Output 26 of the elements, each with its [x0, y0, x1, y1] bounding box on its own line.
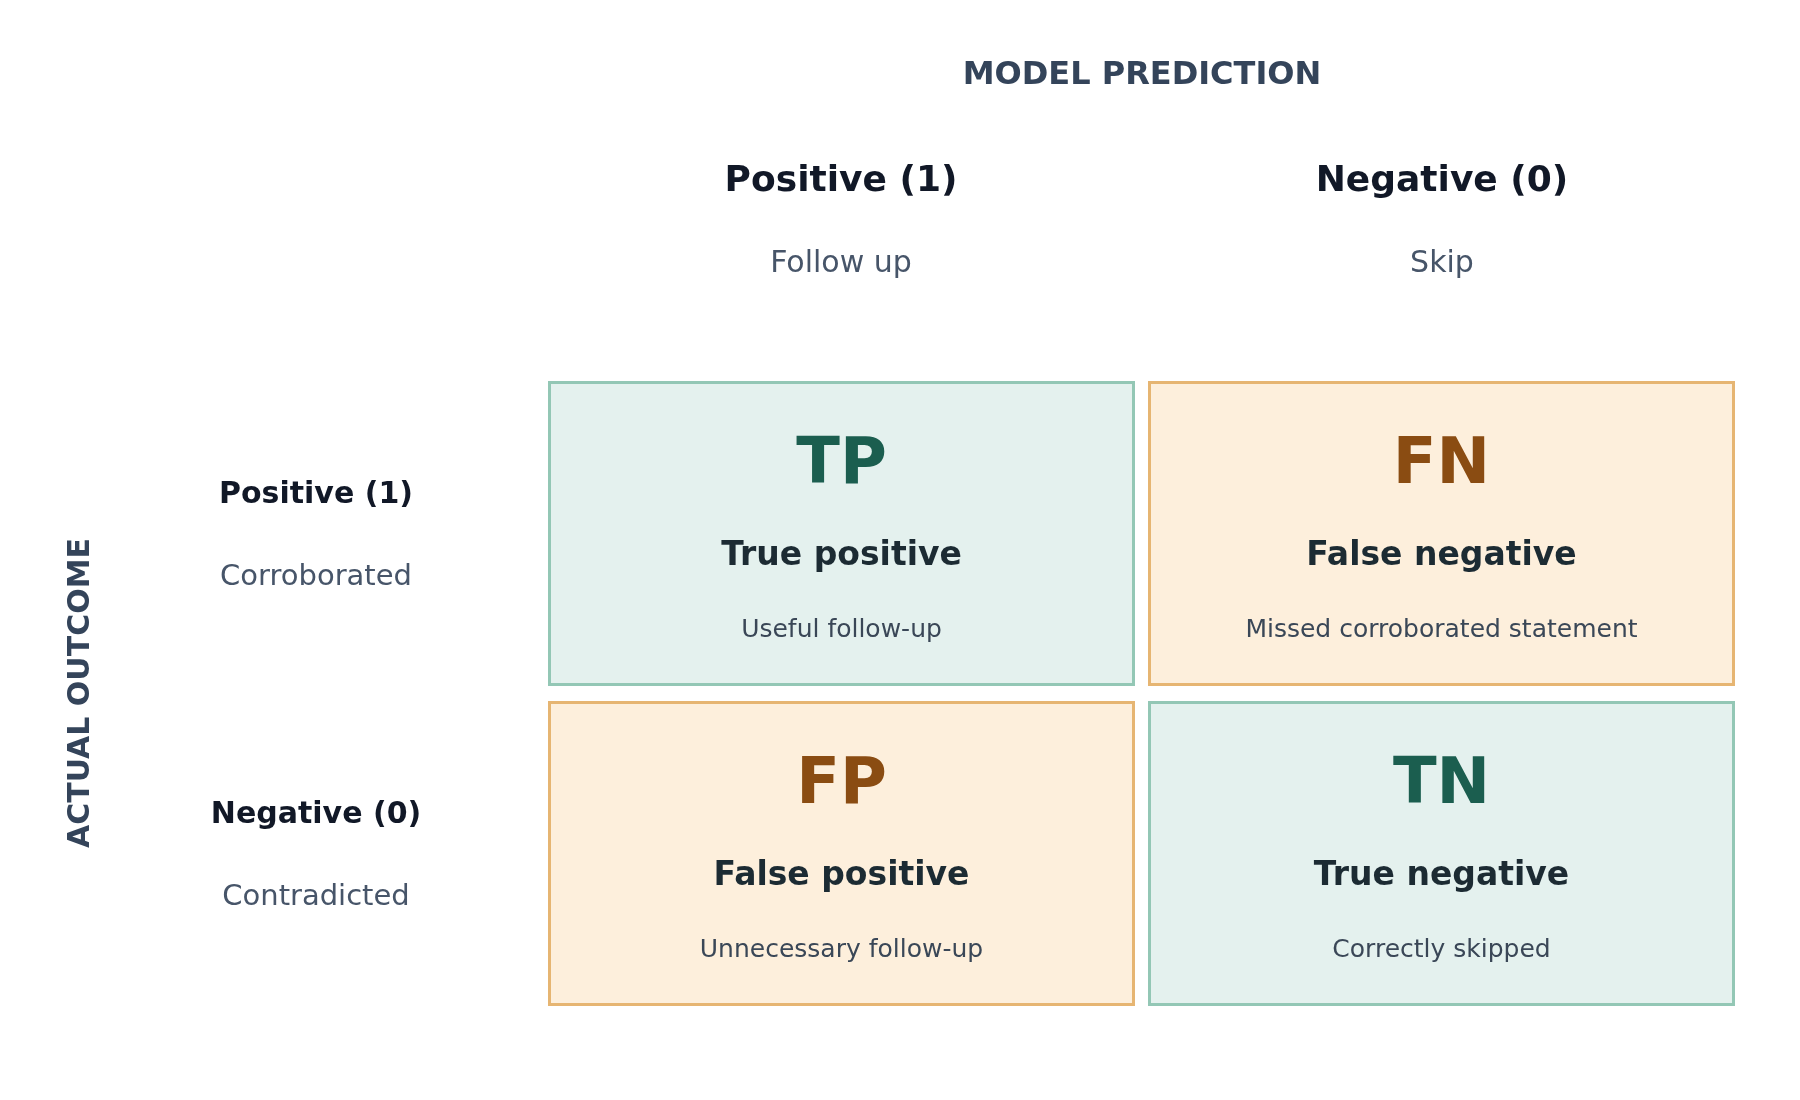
axis-title: MODEL PREDICTION — [962, 54, 1322, 92]
matrix-cell — [548, 381, 1135, 686]
row-header: Negative (0) — [210, 794, 422, 830]
column-subheader: Follow up — [770, 243, 912, 279]
column-header: Negative (0) — [1315, 157, 1569, 199]
cell-abbreviation: TN — [1391, 744, 1492, 818]
cell-title: True positive — [720, 534, 963, 573]
cell-title: True negative — [1312, 854, 1571, 893]
column-header: Positive (1) — [724, 157, 958, 199]
cell-description: Unnecessary follow-up — [698, 934, 985, 963]
cell-description: Correctly skipped — [1331, 934, 1552, 963]
matrix-cell — [548, 701, 1135, 1006]
cell-title: False positive — [712, 854, 971, 893]
cell-description: Useful follow-up — [740, 614, 943, 643]
matrix-cell — [1148, 381, 1735, 686]
matrix-cell — [1148, 701, 1735, 1006]
axis-title: ACTUAL OUTCOME — [60, 537, 96, 849]
cell-description: Missed corroborated statement — [1244, 614, 1639, 643]
column-subheader: Skip — [1410, 243, 1474, 279]
cell-abbreviation: TP — [795, 424, 888, 498]
row-header: Positive (1) — [219, 474, 413, 510]
cell-abbreviation: FP — [795, 744, 888, 818]
row-subheader: Contradicted — [222, 878, 410, 912]
cell-abbreviation: FN — [1391, 424, 1492, 498]
cell-title: False negative — [1305, 534, 1578, 573]
row-subheader: Corroborated — [220, 558, 412, 592]
